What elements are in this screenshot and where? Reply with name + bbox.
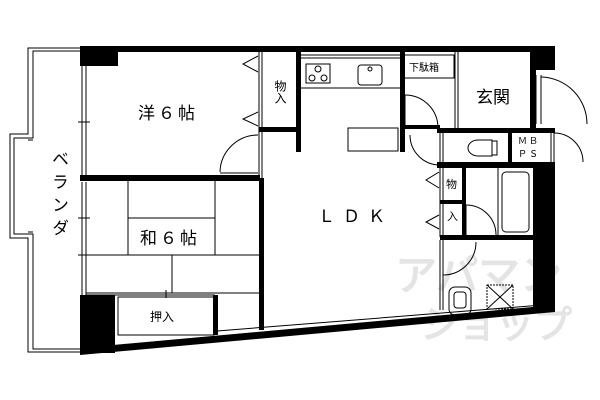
stove-icon [305,63,331,84]
plan-lines [9,47,588,353]
label-oshiire: 押入 [150,310,174,324]
label-closet-side-bottom: 入 [447,210,458,223]
label-closet: 物入 [273,80,287,104]
tatami-lines [86,180,259,298]
sink-icon [357,64,383,86]
veranda [9,47,80,353]
washer-space [486,284,514,310]
label-shoe-box: 下駄箱 [409,61,439,74]
label-ldk: ＬＤＫ [318,207,393,227]
label-japanese-room: 和６帖 [140,229,200,249]
label-veranda: ベランダ [48,150,68,242]
label-ps: ＰＳ [518,150,540,160]
label-mb: ＭＢ [518,137,540,147]
label-entrance: 玄関 [476,88,510,108]
bathtub [501,171,530,233]
label-western-room: 洋６帖 [138,104,198,124]
walls [80,46,555,355]
kitchen-counter [300,54,400,89]
label-closet-side-top: 物 [446,177,457,191]
kitchen-island [347,127,399,152]
room-labels: 洋６帖 和６帖 ＬＤＫ 玄関 ベランダ 物入 押入 物 入 下駄箱 ＭＢ ＰＳ [48,61,540,324]
toilet-icon [467,139,493,157]
